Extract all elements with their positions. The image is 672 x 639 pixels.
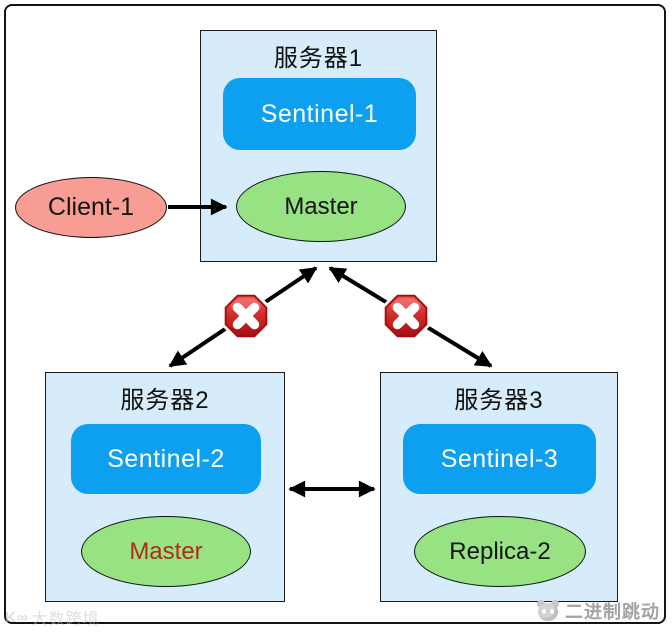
client-label: Client-1 [47, 193, 135, 221]
sentinel1-label: Sentinel-1 [260, 99, 379, 128]
client-ellipse: Client-1 [15, 177, 167, 238]
server2-title: 服务器2 [120, 387, 210, 414]
watermark-right: 二进制跳动 [536, 598, 660, 624]
server2-box: 服务器2 Sentinel-2 Master [45, 372, 285, 602]
outer-frame [4, 4, 666, 624]
server1-box: 服务器1 Sentinel-1 Master [200, 30, 437, 262]
replica-node-server3: Replica-2 [414, 516, 586, 587]
replica-label-server3: Replica-2 [449, 537, 551, 565]
sentinel2-label: Sentinel-2 [107, 444, 225, 473]
master-label-server2: Master [129, 537, 203, 565]
master-node-server1: Master [236, 171, 406, 242]
sentinel2-pill: Sentinel-2 [71, 424, 261, 494]
server1-title: 服务器1 [273, 45, 364, 72]
watermark-left: K∞ 大数跨境 [5, 605, 100, 629]
right-watermark-text: 二进制跳动 [565, 602, 660, 622]
server3-title: 服务器3 [454, 387, 544, 414]
master-node-server2: Master [81, 516, 251, 587]
sentinel1-pill: Sentinel-1 [223, 78, 416, 150]
sentinel3-pill: Sentinel-3 [403, 424, 596, 494]
master-label-server1: Master [284, 192, 358, 220]
panda-logo-icon [536, 600, 560, 622]
left-watermark-text: 大数跨境 [31, 611, 100, 628]
left-watermark-logo-icon: K∞ [5, 608, 29, 626]
server3-box: 服务器3 Sentinel-3 Replica-2 [380, 372, 618, 602]
sentinel3-label: Sentinel-3 [440, 444, 559, 473]
